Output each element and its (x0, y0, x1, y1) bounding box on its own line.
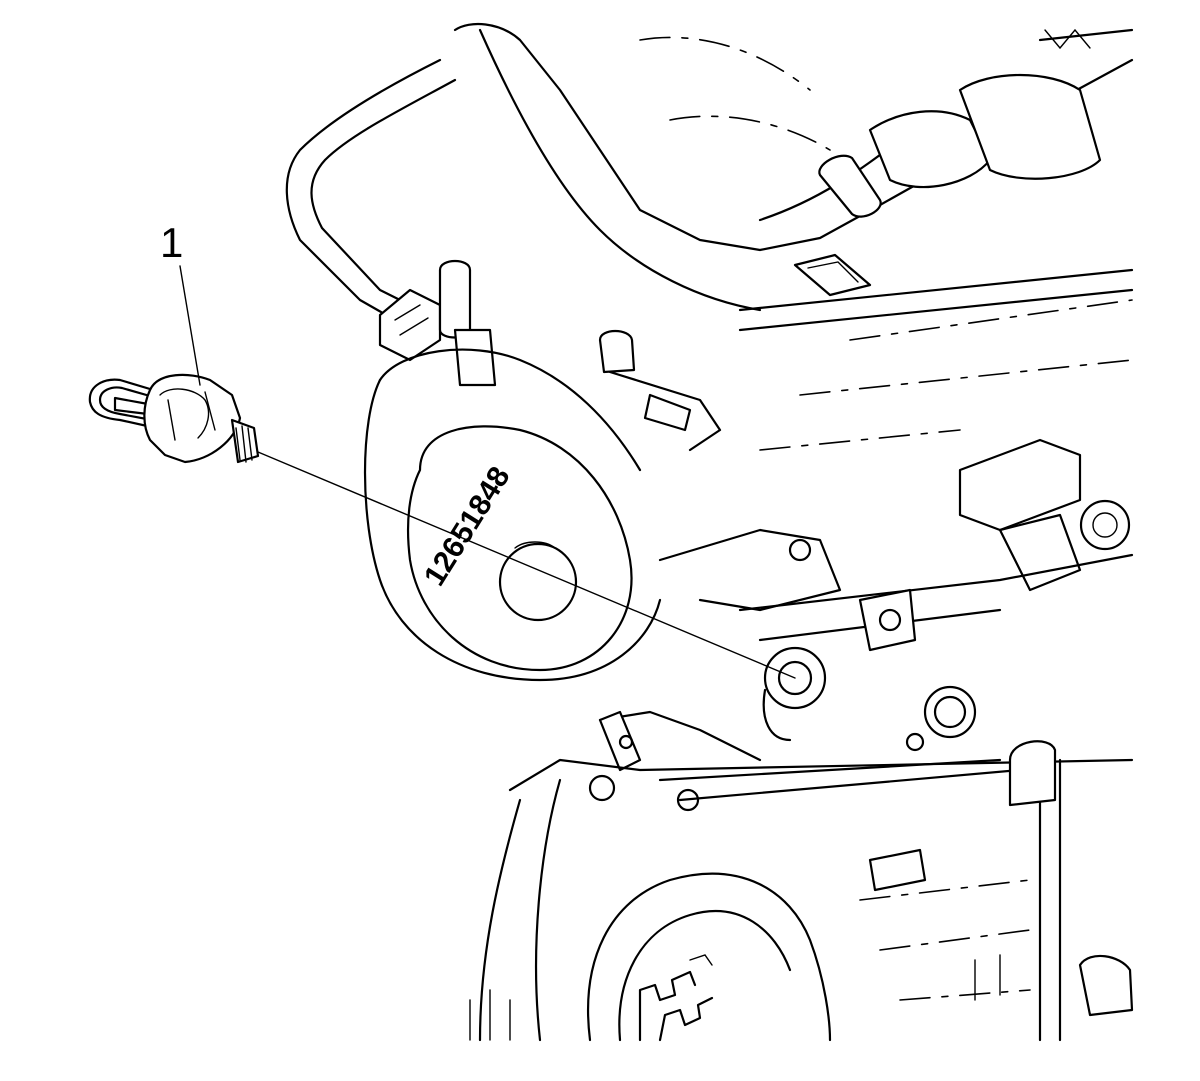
engine-block (285, 23, 1134, 1042)
installation-leader-line (257, 451, 796, 679)
knock-sensor (88, 373, 260, 464)
ring-gear (638, 954, 714, 1042)
callout-leader-line (179, 265, 201, 386)
callout-number: 1 (160, 219, 184, 266)
